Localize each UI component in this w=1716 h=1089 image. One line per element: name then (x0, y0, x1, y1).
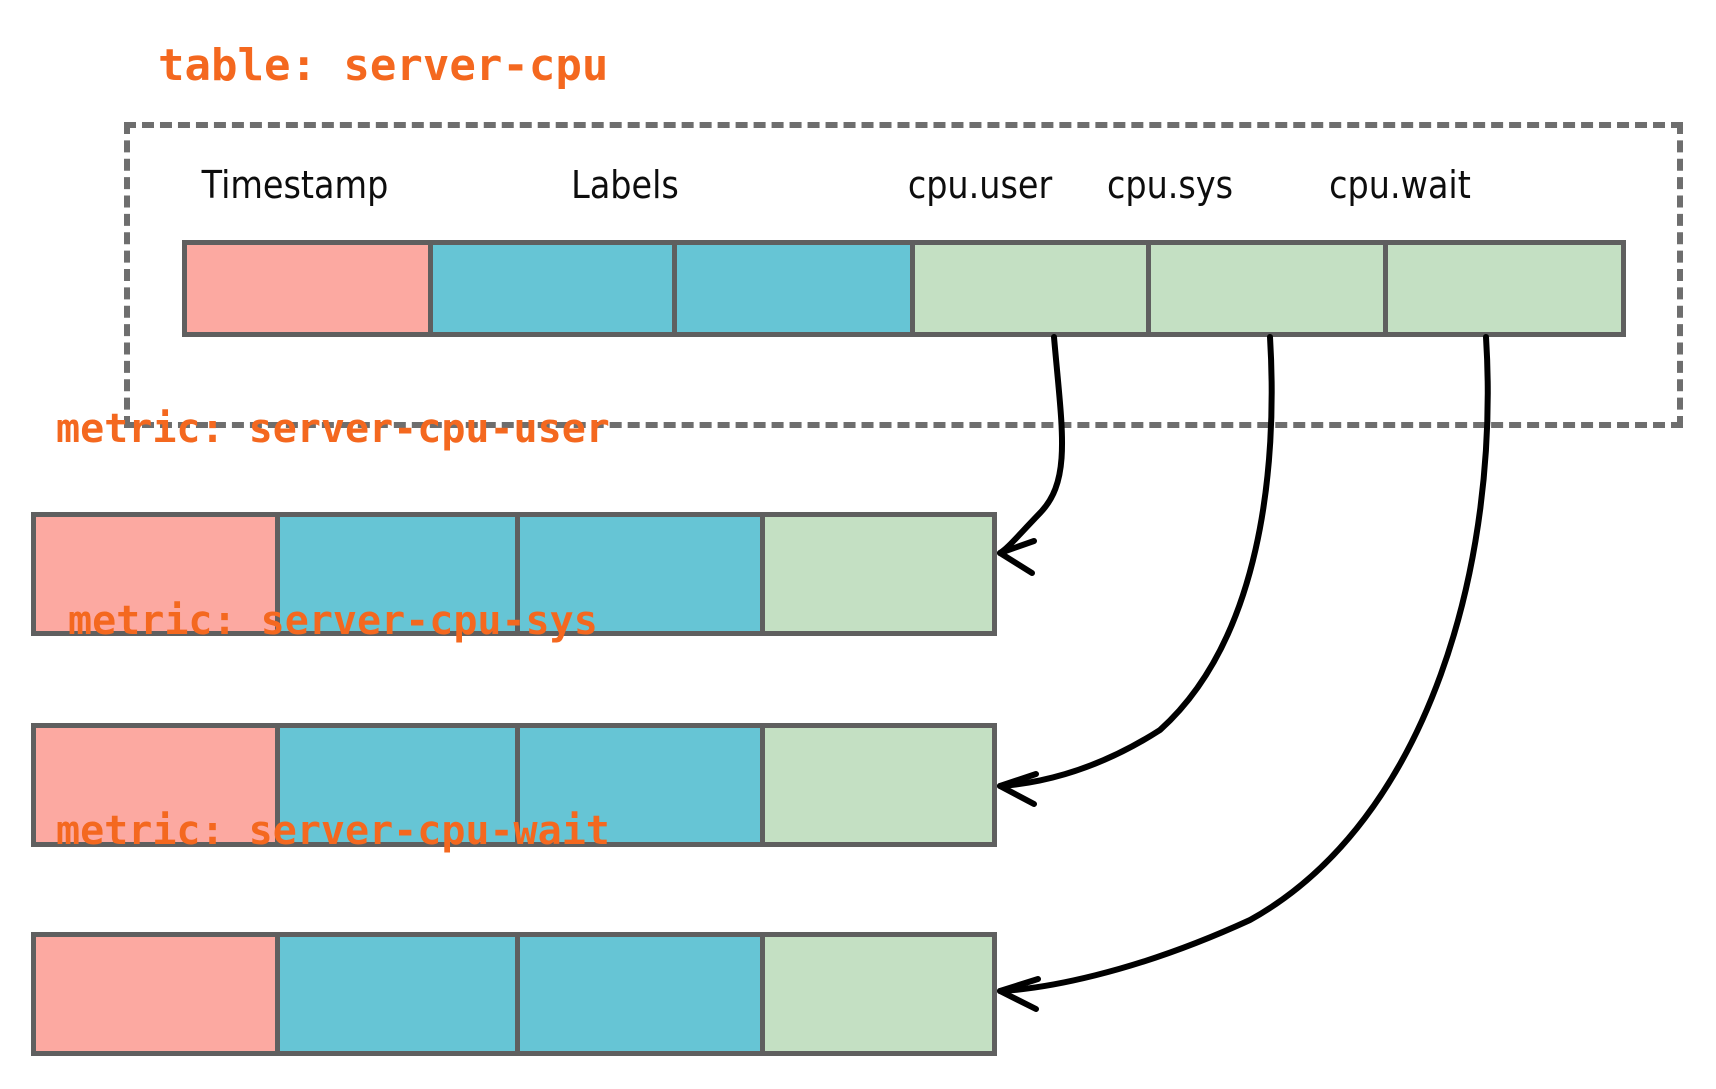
column-header-timestamp: Timestamp (201, 163, 389, 207)
table-cell-label-1 (433, 245, 677, 332)
table-title: table: server-cpu (158, 40, 609, 91)
metric-title-server-cpu-wait: metric: server-cpu-wait (56, 808, 610, 854)
metric-cell-label-1 (280, 937, 520, 1051)
table-cell-cpu-wait (1387, 245, 1621, 332)
metric-row-server-cpu-wait (31, 932, 997, 1056)
metric-cell-timestamp (36, 517, 280, 631)
metric-row-server-cpu-sys (31, 723, 997, 847)
metric-cell-timestamp (36, 937, 280, 1051)
metric-title-server-cpu-user: metric: server-cpu-user (56, 406, 610, 452)
metric-cell-label-1 (280, 728, 520, 842)
table-cell-label-2 (676, 245, 915, 332)
table-cell-timestamp (187, 245, 434, 332)
metric-cell-value (765, 728, 992, 842)
metric-cell-label-2 (520, 728, 765, 842)
table-row (182, 240, 1626, 337)
column-header-cpu-sys: cpu.sys (1106, 163, 1234, 207)
metric-cell-label-1 (280, 517, 520, 631)
metric-cell-value (765, 937, 992, 1051)
metric-title-server-cpu-sys: metric: server-cpu-sys (68, 598, 598, 644)
column-header-cpu-user: cpu.user (907, 163, 1053, 207)
column-header-labels: Labels (571, 163, 679, 207)
metric-cell-label-2 (520, 937, 765, 1051)
table-boundary (124, 122, 1683, 428)
metric-row-server-cpu-user (31, 512, 997, 636)
metric-cell-timestamp (36, 728, 280, 842)
metric-cell-label-2 (520, 517, 765, 631)
arrow-cpu-wait (997, 334, 1491, 1012)
table-cell-cpu-user (914, 245, 1152, 332)
column-header-cpu-wait: cpu.wait (1329, 163, 1471, 207)
metric-cell-value (765, 517, 992, 631)
table-cell-cpu-sys (1151, 245, 1388, 332)
